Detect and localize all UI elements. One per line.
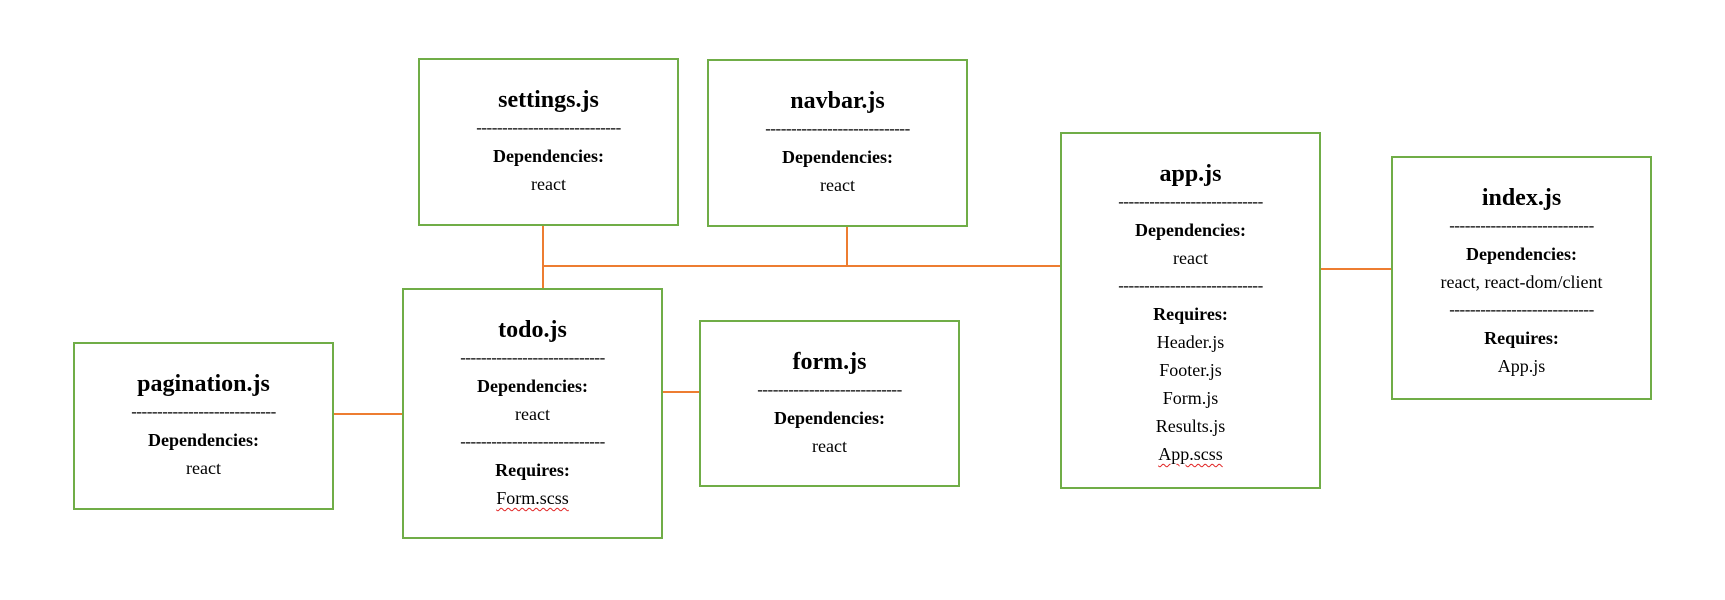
requires-item: Results.js: [1155, 416, 1226, 436]
divider: ----------------------------: [1449, 300, 1594, 319]
dependencies-label: Dependencies:: [493, 146, 604, 166]
dependencies-label: Dependencies:: [1466, 244, 1577, 264]
requires-label: Requires:: [1153, 304, 1228, 324]
requires-item: App.js: [1497, 356, 1546, 376]
node-title: form.js: [792, 349, 867, 375]
dependencies-label: Dependencies:: [1135, 220, 1246, 240]
dependency-item: react, react-dom/client: [1440, 272, 1603, 292]
requires-label: Requires:: [495, 460, 570, 480]
node-pagination: pagination.js --------------------------…: [73, 342, 334, 510]
dependencies-label: Dependencies:: [782, 147, 893, 167]
node-title: index.js: [1481, 185, 1562, 211]
node-title: todo.js: [498, 317, 567, 343]
node-index: index.js ---------------------------- De…: [1391, 156, 1652, 400]
dependency-item: react: [1173, 248, 1208, 268]
requires-item: Header.js: [1156, 332, 1225, 352]
node-form: form.js ---------------------------- Dep…: [699, 320, 960, 487]
dependency-item: react: [820, 175, 855, 195]
node-settings: settings.js ----------------------------…: [418, 58, 679, 226]
requires-item-text: App.scss: [1158, 444, 1223, 464]
divider: ----------------------------: [765, 119, 910, 138]
node-title: app.js: [1159, 161, 1222, 187]
node-title: navbar.js: [790, 88, 885, 114]
dependencies-label: Dependencies:: [477, 376, 588, 396]
dependency-item: react: [186, 458, 221, 478]
node-navbar: navbar.js ---------------------------- D…: [707, 59, 968, 227]
divider: ----------------------------: [1118, 192, 1263, 211]
requires-item: App.scss: [1062, 440, 1319, 468]
divider: ----------------------------: [1118, 276, 1263, 295]
divider: ----------------------------: [460, 432, 605, 451]
node-title: settings.js: [498, 87, 599, 113]
dependency-item: react: [531, 174, 566, 194]
divider: ----------------------------: [460, 348, 605, 367]
dependency-item: react: [812, 436, 847, 456]
dependencies-label: Dependencies:: [148, 430, 259, 450]
divider: ----------------------------: [131, 402, 276, 421]
dependencies-label: Dependencies:: [774, 408, 885, 428]
requires-item-text: Form.scss: [496, 488, 569, 508]
node-app: app.js ---------------------------- Depe…: [1060, 132, 1321, 489]
divider: ----------------------------: [1449, 216, 1594, 235]
divider: ----------------------------: [476, 118, 621, 137]
divider: ----------------------------: [757, 380, 902, 399]
requires-item: Form.scss: [404, 484, 661, 512]
dependency-item: react: [515, 404, 550, 424]
node-title: pagination.js: [137, 371, 270, 397]
requires-label: Requires:: [1484, 328, 1559, 348]
node-todo: todo.js ---------------------------- Dep…: [402, 288, 663, 539]
requires-item: Footer.js: [1159, 360, 1222, 380]
requires-item: Form.js: [1162, 388, 1219, 408]
